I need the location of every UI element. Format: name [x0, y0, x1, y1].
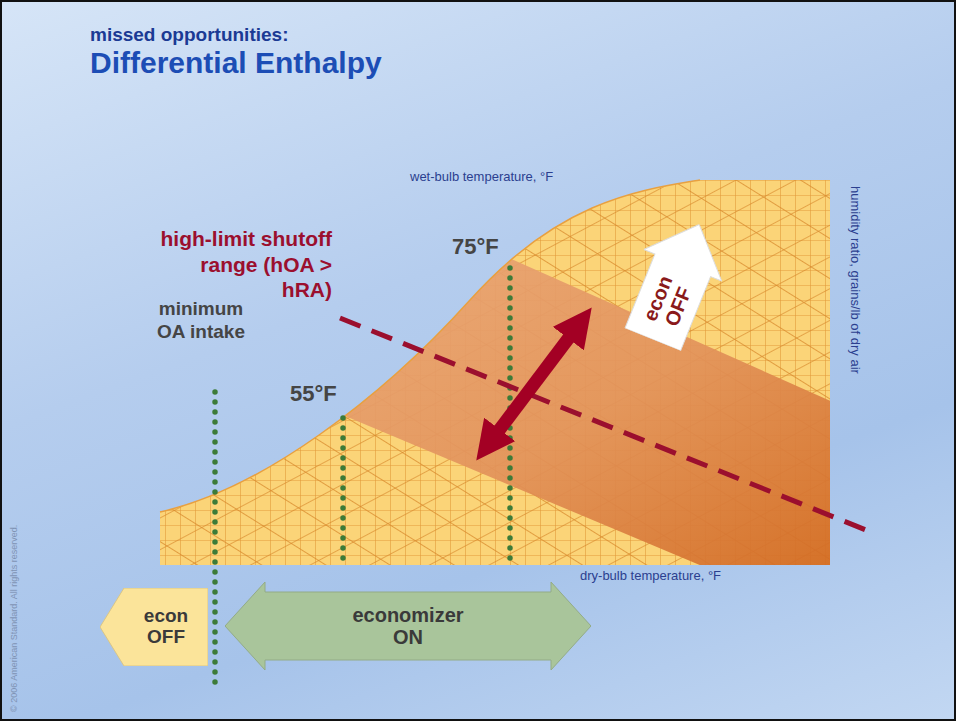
arrow-outline [100, 588, 208, 666]
range-double-arrow [488, 323, 580, 445]
axis-label: dry-bulb temperature, °F [580, 569, 721, 584]
temperature-label: 75°F [452, 234, 499, 259]
off-arrow: econ OFF [100, 588, 208, 666]
label-text: 75°F [452, 234, 499, 259]
label-text: humidity ratio, grains/lb of dry air [847, 186, 862, 374]
text-holder: econ OFF [136, 606, 196, 648]
arrow-text: econ OFF [136, 606, 196, 648]
arrow-text: economizer ON [338, 604, 478, 648]
label-text: high-limit shutoff range (hOA > hRA) [158, 226, 332, 303]
label-text: 55°F [290, 381, 337, 406]
on-range-arrow: economizer ON [225, 582, 591, 670]
subtitle: missed opportunities: [90, 24, 288, 46]
range-label: high-limit shutoff range (hOA > hRA) [158, 226, 332, 303]
label-text: wet-bulb temperature, °F [410, 170, 553, 185]
limit-label: minimum OA intake [150, 298, 252, 344]
axis-label: humidity ratio, grains/lb of dry air [847, 186, 862, 374]
label-text: © 2006 American Standard. All rights res… [9, 525, 19, 712]
arrow-outline [614, 209, 738, 355]
label-text: missed opportunities: [90, 24, 288, 46]
axis-label: wet-bulb temperature, °F [410, 170, 553, 185]
text-holder: economizer ON [338, 604, 478, 648]
slide-title: Differential Enthalpy [90, 46, 382, 80]
arrow-outline [225, 582, 591, 670]
title-text: Differential Enthalpy [90, 46, 382, 80]
label-text: dry-bulb temperature, °F [580, 569, 721, 584]
copyright-note: © 2006 American Standard. All rights res… [9, 525, 19, 712]
label-text: minimum OA intake [150, 298, 252, 344]
dashed-limit-line [340, 318, 866, 530]
temperature-label: 55°F [290, 381, 337, 406]
